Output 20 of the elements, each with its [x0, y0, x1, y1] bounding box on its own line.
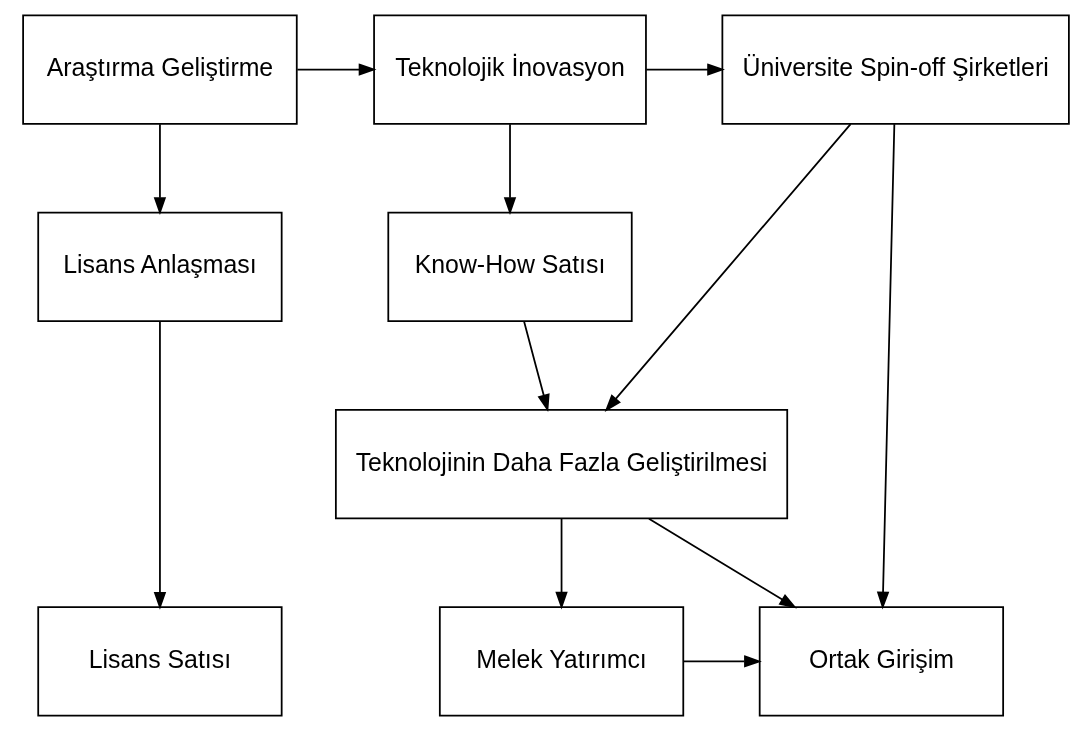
arrow	[503, 123, 517, 215]
node-box: Lisans Anlaşması	[37, 211, 283, 322]
arrow	[523, 320, 550, 413]
node-box: Araştırma Geliştirme	[22, 14, 298, 125]
node-box: Üniversite Spin-off Şirketleri	[721, 14, 1070, 125]
arrow	[604, 123, 852, 412]
node-box: Teknolojinin Daha Fazla Geliştirilmesi	[335, 409, 789, 520]
node-box: Lisans Satısı	[37, 606, 283, 717]
node-box: Know-How Satısı	[387, 211, 633, 322]
arrow	[876, 123, 896, 610]
arrow	[645, 63, 725, 76]
node-box: Ortak Girişim	[758, 606, 1005, 717]
node-box: Teknolojik İnovasyon	[373, 14, 647, 125]
arrow	[296, 63, 377, 76]
arrow	[648, 517, 797, 609]
node-box: Melek Yatırımcı	[438, 606, 685, 717]
arrow	[555, 517, 568, 610]
arrow	[153, 123, 167, 215]
arrow	[682, 655, 762, 668]
arrow	[153, 320, 167, 610]
